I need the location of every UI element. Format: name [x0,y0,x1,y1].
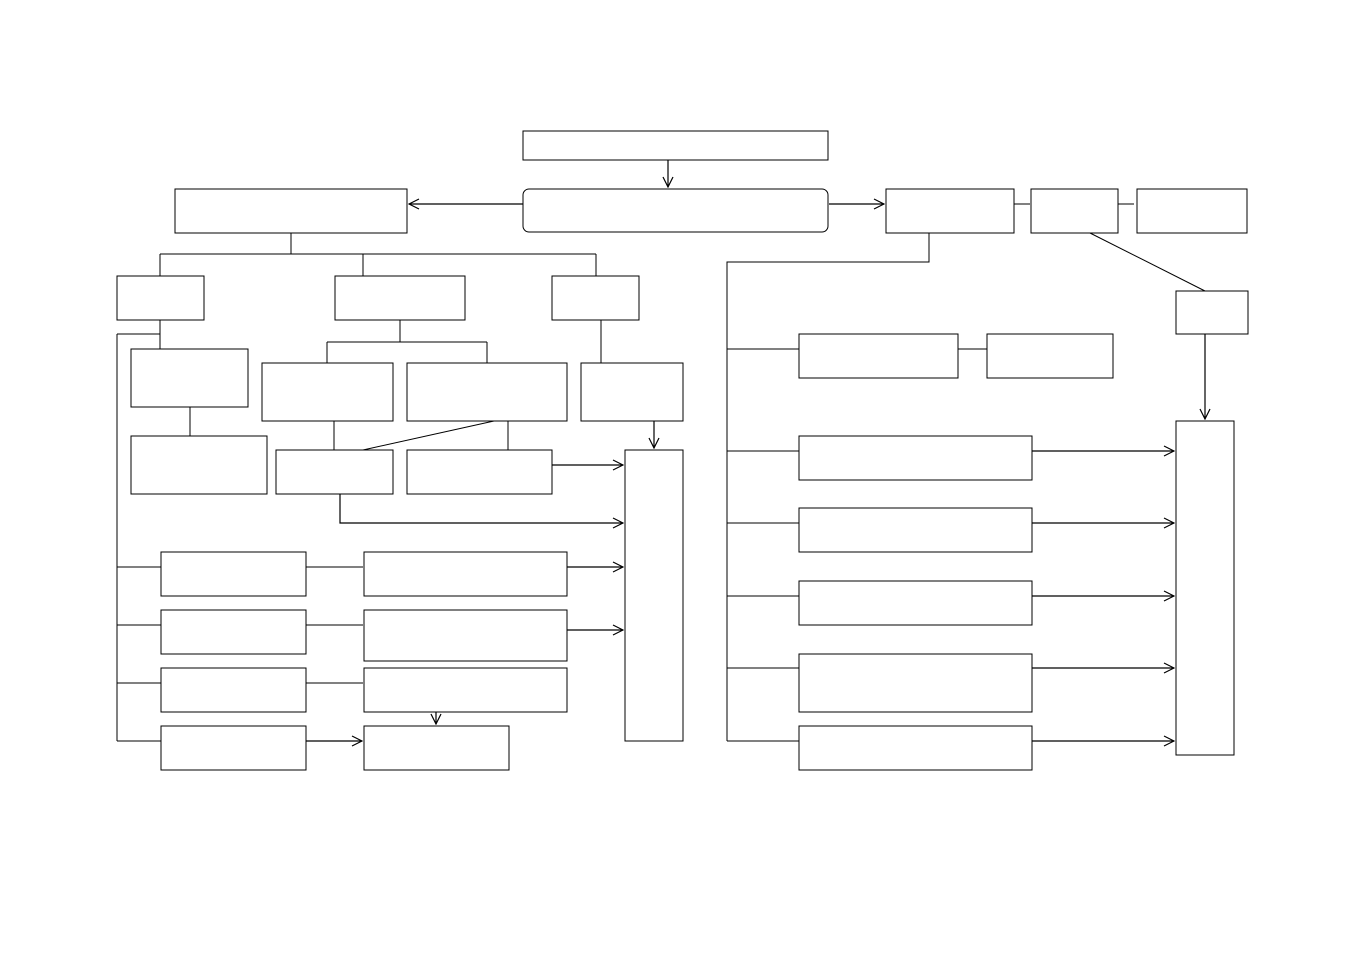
node-left-row1-a [160,551,307,597]
node-branch-c1 [580,362,684,422]
node-right-far [1136,188,1248,234]
node-right-main [885,188,1015,234]
node-branch-c [551,275,640,321]
node-left-row4-b [363,725,510,771]
node-right-row1-b [986,333,1114,379]
node-branch-b2 [406,362,568,422]
connector-right-spine [726,233,930,741]
connector-b2-diagonal [362,420,495,451]
node-top [522,130,829,161]
node-right-row2 [798,435,1033,481]
node-branch-a2 [130,435,268,495]
node-branch-b1a [275,449,394,495]
node-right-mid [1030,188,1119,234]
node-branch-a [116,275,205,321]
node-right-row6 [798,725,1033,771]
node-branch-b [334,275,466,321]
nodes [116,130,1249,771]
node-right-collector [1175,420,1235,756]
node-left-main [174,188,408,234]
connector-right-mid-to-small [1089,232,1206,292]
node-left-row3-b [363,667,568,713]
node-right-row5 [798,653,1033,713]
node-left-collector [624,449,684,742]
node-center [522,188,829,233]
node-left-row4-a [160,725,307,771]
node-left-row2-b [363,609,568,662]
node-branch-b1 [261,362,394,422]
connector-b1a-to-collector [339,494,623,523]
node-branch-a1 [130,348,249,408]
connectors [116,160,1206,741]
node-right-row4 [798,580,1033,626]
node-right-row1-a [798,333,959,379]
node-left-row1-b [363,551,568,597]
node-left-row3-a [160,667,307,713]
node-right-row3 [798,507,1033,553]
node-left-row2-a [160,609,307,655]
node-branch-b2a [406,449,553,495]
node-right-small [1175,290,1249,335]
